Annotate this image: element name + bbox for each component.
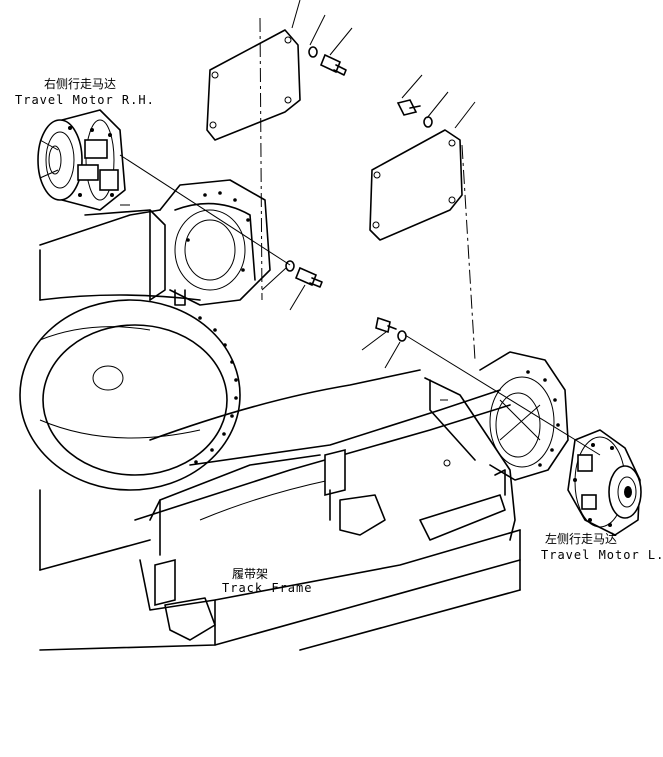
callout-lines [261,0,476,369]
motor-rh-label-en: Travel Motor R.H. [15,93,155,107]
cover-plate-lh [369,129,463,241]
assembly-center-lines [119,17,601,456]
ring-bolt-holes [194,316,238,464]
track-frame-label-en: Track Frame [222,581,313,595]
motor-lh-label-cn: 左侧行走马达 [545,532,618,546]
travel-motor-lh [567,429,642,536]
cover-bolt-lh [396,99,433,128]
motor-bolt-rh [285,260,323,288]
cover-plate-rh [206,29,301,141]
travel-motor-rh [37,109,126,211]
track-frame [19,179,569,651]
cover-bolt-rh [308,46,347,76]
motor-lh-label-en: Travel Motor L.H. [541,548,663,562]
motor-rh-label-cn: 右侧行走马达 [44,77,117,91]
motor-bolt-lh [375,316,407,342]
track-frame-label-cn: 履带架 [232,567,269,581]
